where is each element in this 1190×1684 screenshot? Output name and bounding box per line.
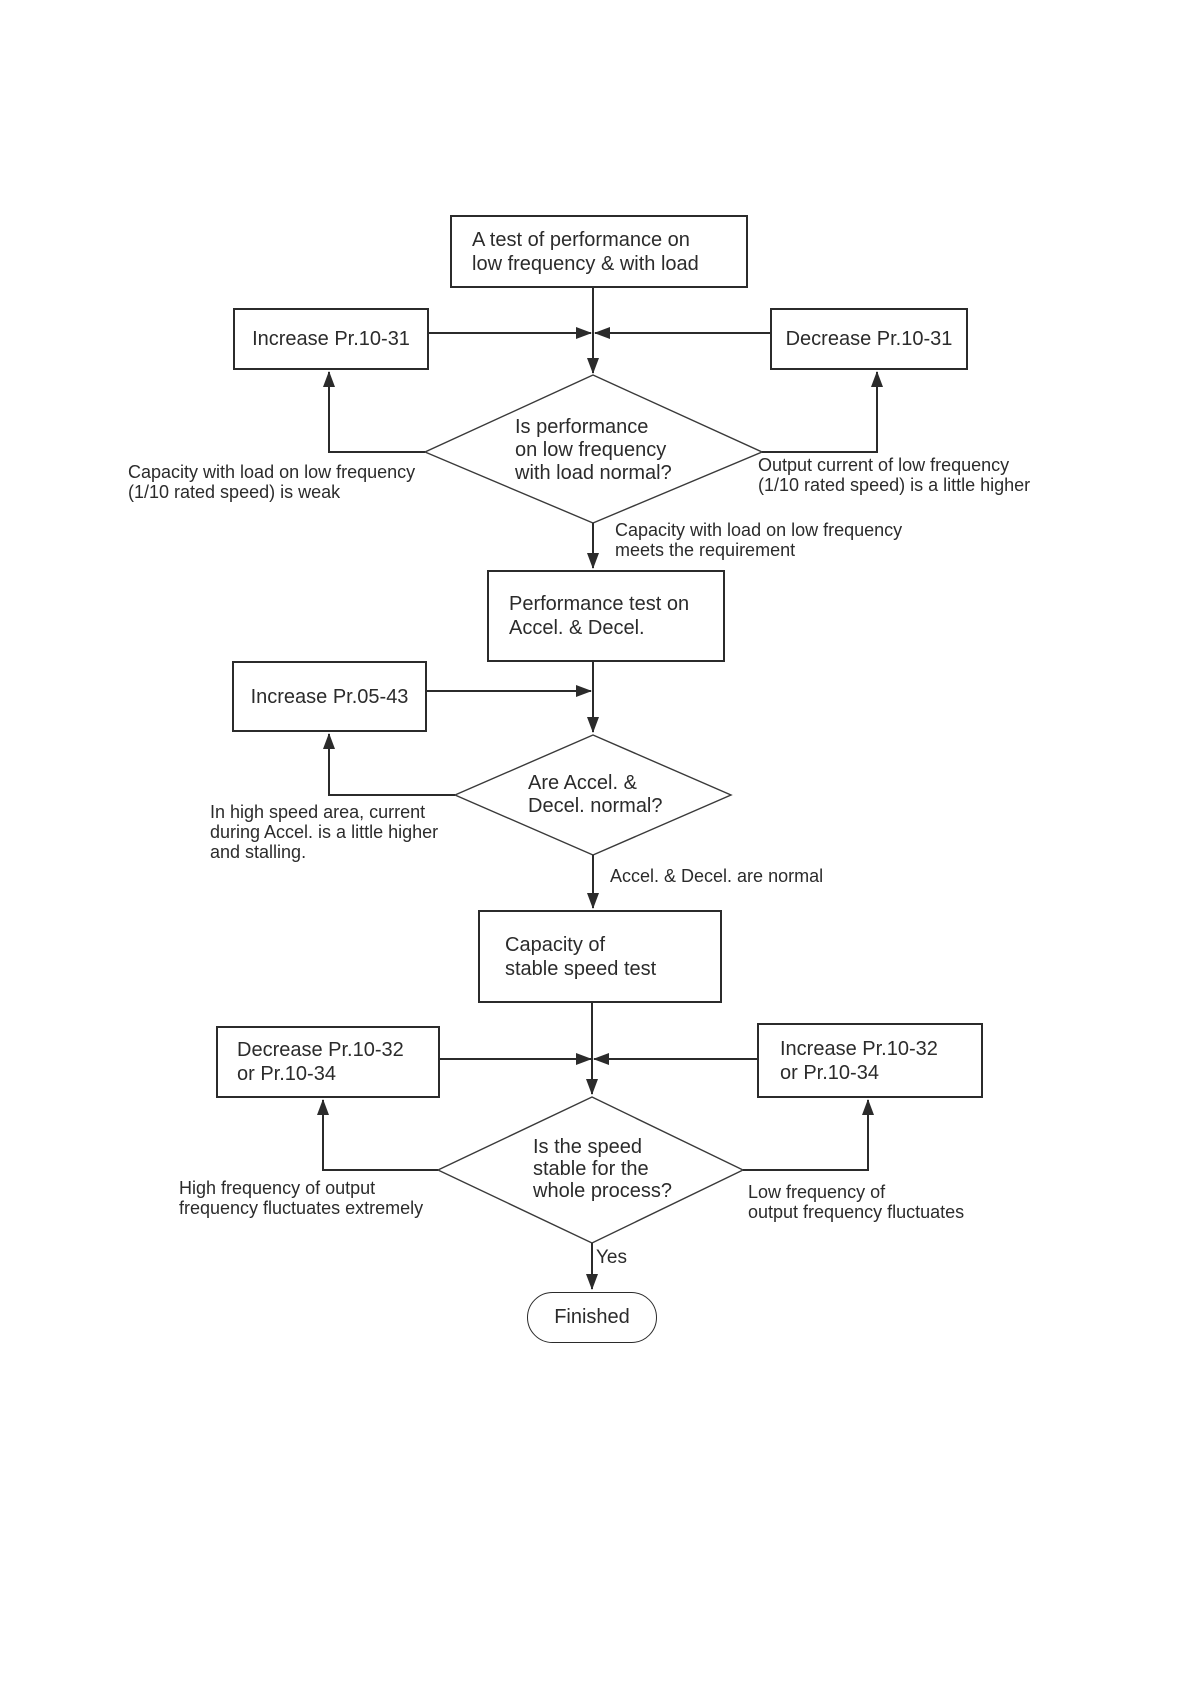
node-text-line: stable speed test bbox=[505, 957, 657, 980]
edge-label-line: Yes bbox=[596, 1247, 627, 1268]
edge-label-line: (1/10 rated speed) is a little higher bbox=[758, 475, 1031, 495]
edge-label-line: Low frequency of bbox=[748, 1182, 886, 1202]
decision-low-freq-text: Is performance on low frequency with loa… bbox=[515, 416, 672, 485]
connector-decision1-to-increase1031 bbox=[323, 371, 425, 453]
node-increase-pr-10-32: Increase Pr.10-32 or Pr.10-34 bbox=[757, 1023, 983, 1098]
node-text-line: Decrease Pr.10-31 bbox=[785, 328, 953, 350]
decision-text-line: Are Accel. & bbox=[528, 772, 637, 794]
edge-label-line: Accel. & Decel. are normal bbox=[610, 866, 824, 886]
edge-label-line: Output current of low frequency bbox=[758, 455, 1010, 475]
node-text-line: Accel. & Decel. bbox=[509, 617, 645, 639]
decision-speed-stable-text: Is the speed stable for the whole proces… bbox=[533, 1136, 672, 1202]
edge-label-line: during Accel. is a little higher bbox=[210, 822, 439, 842]
decision-text-line: Is the speed bbox=[533, 1136, 642, 1158]
node-text-line: or Pr.10-34 bbox=[237, 1063, 336, 1085]
edge-label-line: and stalling. bbox=[210, 842, 307, 862]
edge-label-line: In high speed area, current bbox=[210, 802, 426, 822]
connector-decision1-to-decrease1031 bbox=[762, 371, 883, 453]
node-text-line: A test of performance on bbox=[472, 228, 690, 251]
edge-label-high-freq-fluctuates: High frequency of output frequency fluct… bbox=[179, 1178, 423, 1218]
decision-text-line: on low frequency bbox=[515, 439, 667, 461]
decision-text-line: with load normal? bbox=[515, 462, 672, 484]
node-performance-test-accel-decel: Performance test on Accel. & Decel. bbox=[487, 570, 725, 662]
edge-label-line: (1/10 rated speed) is weak bbox=[128, 482, 341, 502]
decision-text-line: whole process? bbox=[533, 1180, 672, 1202]
node-text-line: low frequency & with load bbox=[472, 252, 699, 275]
edge-label-high-speed-stalling: In high speed area, current during Accel… bbox=[210, 802, 438, 862]
edge-label-yes: Yes bbox=[596, 1248, 627, 1268]
edge-label-capacity-weak: Capacity with load on low frequency (1/1… bbox=[128, 462, 415, 502]
connector-decision3-to-decrease1032 bbox=[317, 1099, 438, 1171]
edge-label-line: output frequency fluctuates bbox=[748, 1202, 965, 1222]
decision-accel-decel-text: Are Accel. & Decel. normal? bbox=[528, 772, 663, 818]
edge-label-accel-decel-normal: Accel. & Decel. are normal bbox=[610, 866, 823, 886]
edge-label-low-freq-fluctuates: Low frequency of output frequency fluctu… bbox=[748, 1182, 964, 1222]
node-decrease-pr-10-31: Decrease Pr.10-31 bbox=[770, 308, 968, 370]
decision-text-line: Decel. normal? bbox=[528, 795, 663, 817]
edge-label-line: frequency fluctuates extremely bbox=[179, 1198, 424, 1218]
edge-label-line: High frequency of output bbox=[179, 1178, 376, 1198]
terminal-text: Finished bbox=[554, 1306, 630, 1328]
terminal-finished: Finished bbox=[527, 1292, 657, 1343]
node-decrease-pr-10-32: Decrease Pr.10-32 or Pr.10-34 bbox=[216, 1026, 440, 1098]
edge-label-meets-requirement: Capacity with load on low frequency meet… bbox=[615, 520, 902, 560]
node-text-line: or Pr.10-34 bbox=[780, 1061, 879, 1084]
edge-label-line: meets the requirement bbox=[615, 540, 796, 560]
node-capacity-stable-speed-test: Capacity of stable speed test bbox=[478, 910, 722, 1003]
connector-decision2-to-increase0543 bbox=[323, 733, 455, 796]
connector-decision3-to-increase1032 bbox=[743, 1099, 874, 1171]
edge-label-line: Capacity with load on low frequency bbox=[615, 520, 903, 540]
node-start-test-low-frequency: A test of performance on low frequency &… bbox=[450, 215, 748, 288]
decision-text-line: Is performance bbox=[515, 416, 649, 438]
decision-text-line: stable for the bbox=[533, 1158, 649, 1180]
node-text-line: Capacity of bbox=[505, 933, 606, 956]
node-text-line: Increase Pr.10-31 bbox=[252, 328, 410, 350]
node-increase-pr-05-43: Increase Pr.05-43 bbox=[232, 661, 427, 732]
node-increase-pr-10-31: Increase Pr.10-31 bbox=[233, 308, 429, 370]
node-text-line: Performance test on bbox=[509, 593, 690, 615]
node-text-line: Decrease Pr.10-32 bbox=[237, 1039, 404, 1061]
edge-label-line: Capacity with load on low frequency bbox=[128, 462, 416, 482]
edge-label-output-current-higher: Output current of low frequency (1/10 ra… bbox=[758, 455, 1030, 495]
node-text-line: Increase Pr.10-32 bbox=[780, 1037, 938, 1060]
node-text-line: Increase Pr.05-43 bbox=[250, 685, 409, 708]
